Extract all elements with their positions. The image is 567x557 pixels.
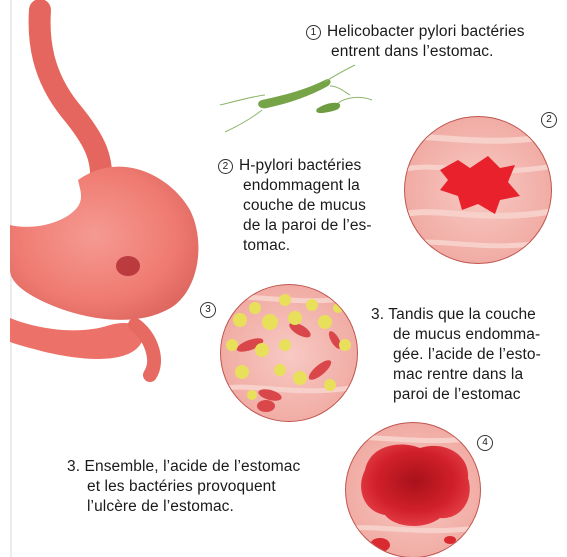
bacteria-illustration xyxy=(220,65,372,132)
step-3-line-2: de mucus endomma- xyxy=(371,325,541,345)
step-4-line-2: et les bactéries provoquent xyxy=(67,477,300,497)
step-2-line-5: tomac. xyxy=(218,236,372,256)
step-1-line-1: Helicobacter pylori bactéries xyxy=(327,23,525,40)
circle-stage-2 xyxy=(400,110,560,270)
step-3-line-4: mac rentre dans la xyxy=(371,365,541,385)
stomach-illustration xyxy=(10,10,198,375)
step-3-text: 3. Tandis que la couche de mucus endomma… xyxy=(371,305,541,405)
step-2-line-2: endommagent la xyxy=(218,176,372,196)
blood-spot xyxy=(257,400,275,412)
step-2-line-4: de la paroi de l’es- xyxy=(218,216,372,236)
step-4-line-3: l’ulcère de l’estomac. xyxy=(67,497,300,517)
circle-4-badge: 4 xyxy=(477,435,493,451)
circle-3-badge: 3 xyxy=(200,302,216,318)
circle-stage-4 xyxy=(340,420,490,557)
step-2-line-3: couche de mucus xyxy=(218,196,372,216)
step-2-line-1: H-pylori bactéries xyxy=(239,157,361,174)
step-1-text: 1 Helicobacter pylori bactéries entrent d… xyxy=(306,22,525,62)
step-1-marker: 1 xyxy=(306,25,321,40)
circle-stage-3 xyxy=(215,280,365,430)
circle-2-badge: 2 xyxy=(541,112,557,128)
step-3-line-3: gée. l’acide de l’esto- xyxy=(371,345,541,365)
step-2-marker: 2 xyxy=(218,159,233,174)
step-2-text: 2 H-pylori bactéries endommagent la couch… xyxy=(218,156,372,256)
step-3-line-1: 3. Tandis que la couche xyxy=(371,305,541,325)
step-4-line-1: 3. Ensemble, l’acide de l’estomac xyxy=(67,457,300,477)
step-1-line-2: entrent dans l’estomac. xyxy=(306,42,525,62)
step-3-line-5: paroi de l’estomac xyxy=(371,385,541,405)
step-4-text: 3. Ensemble, l’acide de l’estomac et les… xyxy=(67,457,300,517)
